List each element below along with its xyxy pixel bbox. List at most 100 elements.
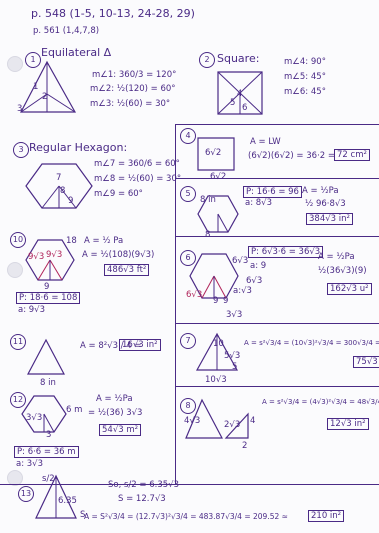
answer-box: 16√3 in² <box>119 339 161 351</box>
work-line: A = 8²√3 / 4 = <box>80 341 142 351</box>
perimeter-box: P: 18·6 = 108 <box>16 292 81 304</box>
angle-label: 5 <box>230 98 236 108</box>
angle-label: 6 <box>242 103 248 113</box>
assignment-line-1: p. 548 (1-5, 10-13, 24-28, 29) <box>31 7 195 20</box>
side-label: 6√2 <box>210 172 227 182</box>
side-label: 5√3 <box>224 351 241 361</box>
side-label: a:√3 <box>233 286 252 296</box>
angle-label: 9 <box>68 196 74 206</box>
section-divider <box>175 178 379 179</box>
apothem-line: a: 9 <box>250 261 267 271</box>
side-label: 8 in <box>200 195 216 205</box>
problem-number: 13 <box>18 486 34 502</box>
side-label: 4√3 <box>184 416 201 426</box>
problem-title: Regular Hexagon: <box>29 141 128 154</box>
column-divider <box>175 124 176 484</box>
work-line: m∠6: 45° <box>284 87 326 97</box>
section-divider <box>175 386 379 387</box>
side-label: 10√3 <box>205 375 227 385</box>
binder-hole <box>7 262 23 278</box>
work-line: A = S²√3/4 = (12.7√3)²√3/4 = 483.87√3/4 … <box>84 512 288 521</box>
square-figure <box>216 70 264 116</box>
work-line: So, s/2 = 6.35√3 <box>108 480 179 490</box>
apothem-line: a: 8√3 <box>245 198 273 208</box>
problem-number: 2 <box>199 52 215 68</box>
apothem-line: a: 9√3 <box>18 305 46 315</box>
side-label: 6√3 <box>186 290 203 300</box>
problem-title: Equilateral Δ <box>41 46 112 59</box>
problem-number: 3 <box>13 142 29 158</box>
equilateral-triangle-figure <box>17 60 82 120</box>
hexagon-figure <box>24 162 94 210</box>
side-label: 6 m <box>66 405 83 415</box>
problem-number: 6 <box>180 250 196 266</box>
side-label: 8 <box>205 230 211 240</box>
work-line: m∠9 = 60° <box>94 189 143 199</box>
angle-label: 2 <box>42 92 48 102</box>
problem-number: 1 <box>25 52 41 68</box>
side-label: 8 in <box>40 378 56 388</box>
angle-label: 7 <box>56 173 62 183</box>
hexagon-figure <box>196 194 240 234</box>
apothem-line: a: 3√3 <box>16 459 44 469</box>
answer-box: 75√3 <box>353 356 379 368</box>
side-label: 4 <box>250 416 256 426</box>
side-label: 6√3 <box>232 256 249 266</box>
side-label: 2√3 <box>224 420 241 430</box>
assignment-line-2: p. 561 (1,4,7,8) <box>33 26 100 36</box>
side-label: 9 <box>213 296 219 306</box>
angle-label: 4 <box>237 89 243 99</box>
hexagon-figure <box>20 394 68 436</box>
work-line: A = ½Pa <box>96 394 133 404</box>
equilateral-triangle-figure <box>26 338 68 376</box>
square-figure <box>196 136 238 172</box>
problem-title: Square: <box>217 52 260 65</box>
side-label: S <box>80 510 86 520</box>
work-line: ½ 96·8√3 <box>305 199 346 209</box>
side-label: 6√2 <box>205 148 222 158</box>
work-line: m∠2: ½(120) = 60° <box>90 84 176 94</box>
binder-hole <box>7 56 23 72</box>
work-line: A = ½ Pa <box>84 236 124 246</box>
side-label: 9√3 <box>28 252 45 262</box>
side-label: 5 <box>232 362 238 372</box>
work-line: m∠4: 90° <box>284 57 326 67</box>
hexagon-figure <box>186 250 242 306</box>
work-line: S = 12.7√3 <box>118 494 166 504</box>
side-label: 6.35 <box>58 496 77 506</box>
angle-label: 1 <box>33 82 39 92</box>
triangle-figure <box>195 332 239 374</box>
side-label: 6√3 <box>246 276 263 286</box>
work-line: m∠1: 360/3 = 120° <box>92 70 177 80</box>
side-label: 3√3 <box>26 413 43 423</box>
triangle-figure <box>184 398 226 442</box>
problem-number: 10 <box>10 232 26 248</box>
side-label: 3 <box>46 430 52 440</box>
work-line: = ½(36) 3√3 <box>88 408 143 418</box>
section-divider <box>175 323 379 324</box>
perimeter-box: P: 6√3·6 = 36√3 <box>248 246 324 258</box>
problem-number: 8 <box>180 398 196 414</box>
problem-number: 4 <box>180 128 196 144</box>
answer-box: 384√3 in² <box>306 213 353 225</box>
side-label: 18 <box>66 236 77 246</box>
work-line: m∠8 = ½(60) = 30° <box>94 174 182 184</box>
problem-number: 7 <box>180 333 196 349</box>
section-divider <box>175 236 379 237</box>
side-label: 10 <box>213 339 224 349</box>
hexagon-figure <box>24 238 76 284</box>
binder-hole <box>7 470 23 486</box>
equilateral-triangle-figure <box>34 474 78 522</box>
angle-label: 3 <box>17 104 23 114</box>
answer-box: 210 in² <box>308 510 345 522</box>
side-label: s/2 <box>42 474 55 484</box>
answer-box: 162√3 u² <box>327 283 372 295</box>
side-label: 2 <box>242 441 248 451</box>
answer-box: 54√3 m² <box>99 424 142 436</box>
side-label: 9 <box>44 282 50 292</box>
work-line: ½(36√3)(9) <box>318 266 367 276</box>
side-label: 9√3 <box>46 250 63 260</box>
problem-number: 12 <box>10 392 26 408</box>
work-line: A = s²√3/4 = (4√3)²√3/4 = 48√3/4 <box>262 398 379 406</box>
